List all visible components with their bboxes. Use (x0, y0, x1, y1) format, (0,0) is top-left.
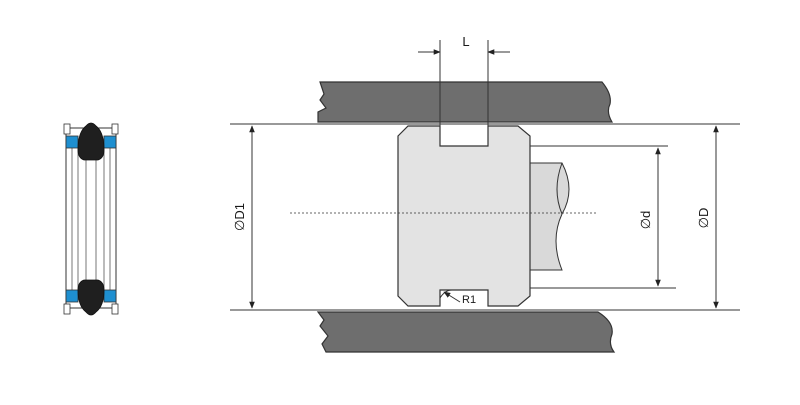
radius-leader (443, 291, 461, 303)
label-groove-width: L (462, 34, 469, 49)
label-bore-diameter: ∅D1 (232, 203, 247, 231)
backup-ring-top-right (103, 135, 117, 149)
dimension-groove-width (418, 40, 510, 146)
backup-ring-top-left (65, 135, 79, 149)
label-radius: R1 (462, 294, 476, 306)
seal-body-top (77, 122, 105, 161)
label-outer-diameter: ∅D (696, 208, 711, 229)
piston (397, 125, 531, 307)
housing-top (317, 81, 614, 123)
seal-ring-lines (71, 136, 111, 300)
seal-body-bottom (77, 279, 105, 316)
seal-section-view (63, 122, 119, 316)
label-rod-diameter: ∅d (638, 211, 653, 230)
backup-ring-bottom-left (65, 289, 79, 303)
housing-bottom (316, 311, 616, 353)
backup-ring-bottom-right (103, 289, 117, 303)
